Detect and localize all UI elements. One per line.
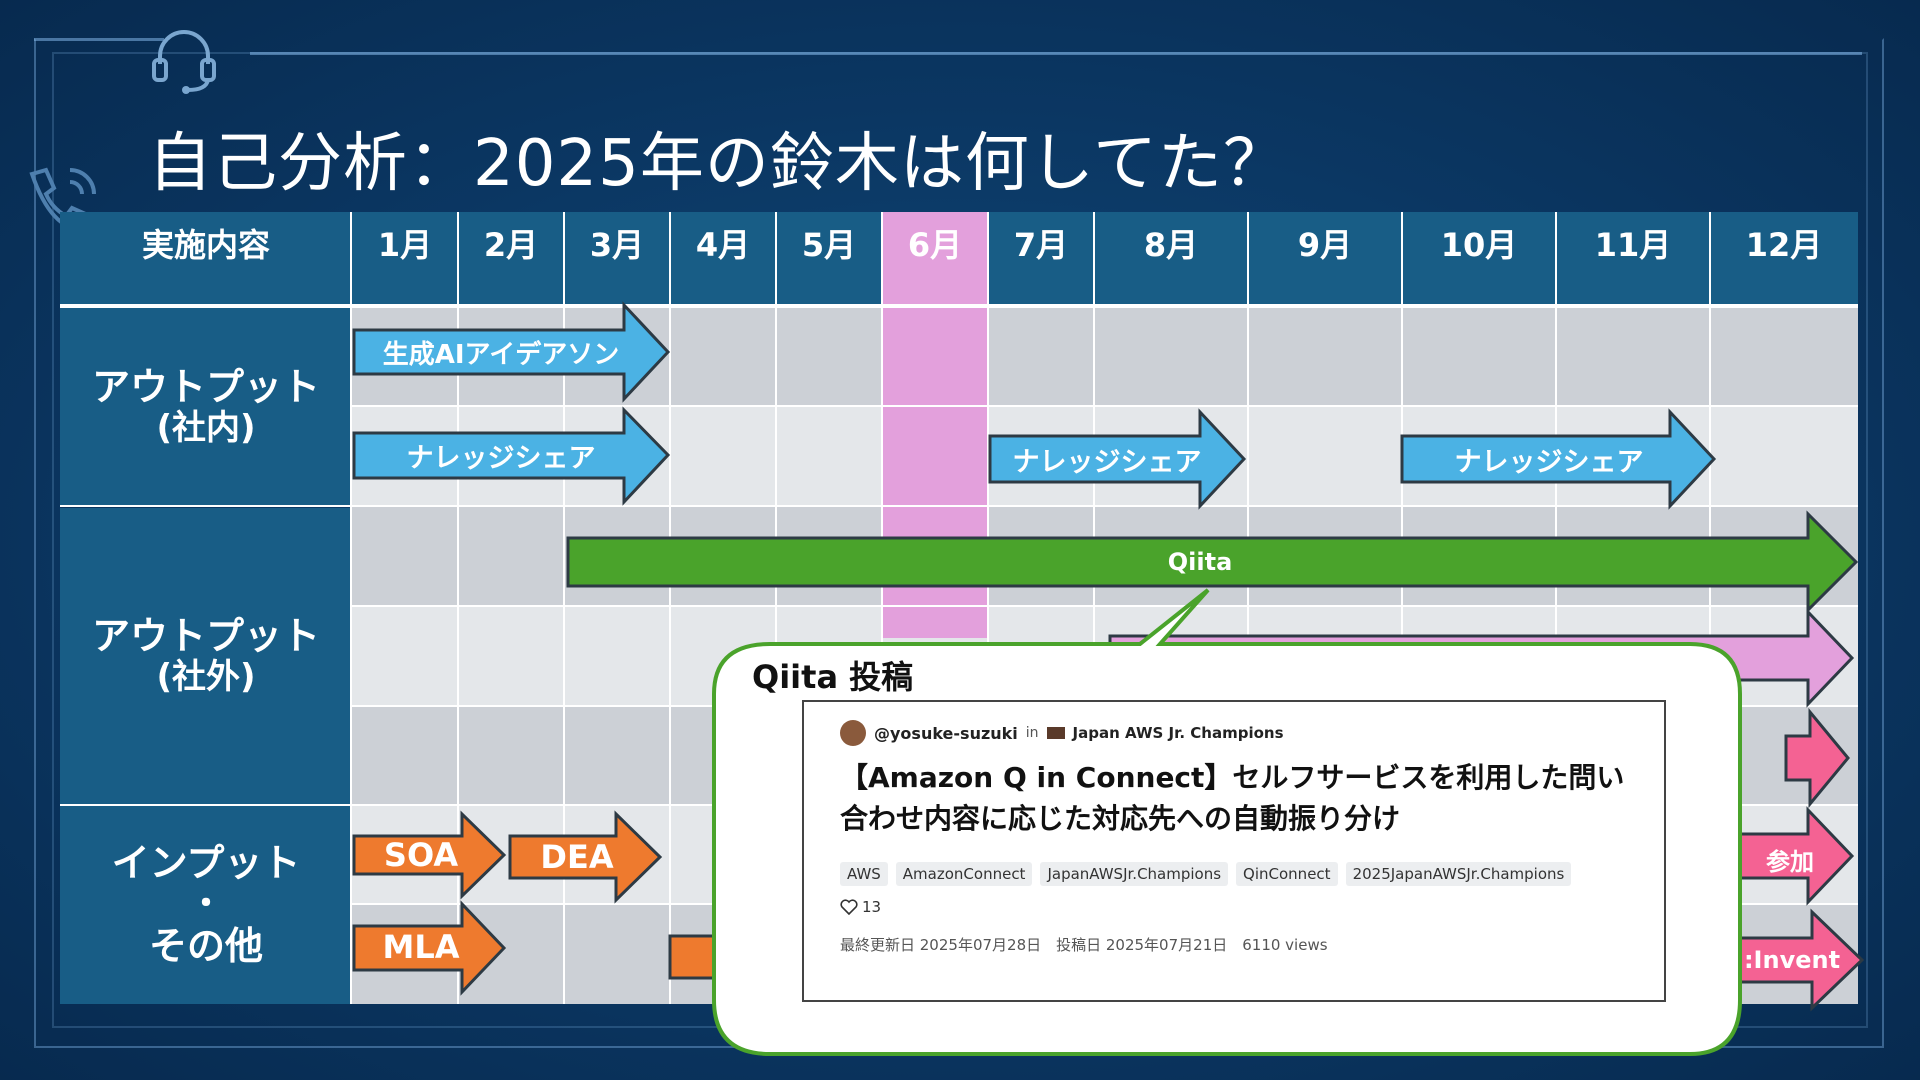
tag[interactable]: 2025JapanAWSJr.Champions [1346,862,1572,886]
qiita-article-card[interactable]: @yosuke-suzuki in Japan AWS Jr. Champion… [802,700,1666,1002]
tag[interactable]: AWS [840,862,888,886]
article-meta: 最終更新日 2025年07月28日 投稿日 2025年07月21日 6110 v… [840,934,1328,955]
tag[interactable]: QinConnect [1236,862,1338,886]
tag[interactable]: JapanAWSJr.Champions [1040,862,1228,886]
like-counter[interactable]: 13 [840,898,881,916]
author-row: @yosuke-suzuki in Japan AWS Jr. Champion… [840,720,1284,746]
callout-title: Qiita 投稿 [752,652,913,698]
heart-icon [840,899,858,915]
author-name[interactable]: @yosuke-suzuki [874,724,1018,743]
tag[interactable]: AmazonConnect [896,862,1033,886]
in-label: in [1026,725,1039,741]
article-title[interactable]: 【Amazon Q in Connect】セルフサービスを利用した問い合わせ内容… [840,758,1640,839]
organization-name[interactable]: Japan AWS Jr. Champions [1073,724,1284,742]
like-count: 13 [862,898,881,916]
tag-list: AWS AmazonConnect JapanAWSJr.Champions Q… [840,862,1571,886]
organization-flag-icon [1047,727,1065,739]
avatar[interactable] [840,720,866,746]
